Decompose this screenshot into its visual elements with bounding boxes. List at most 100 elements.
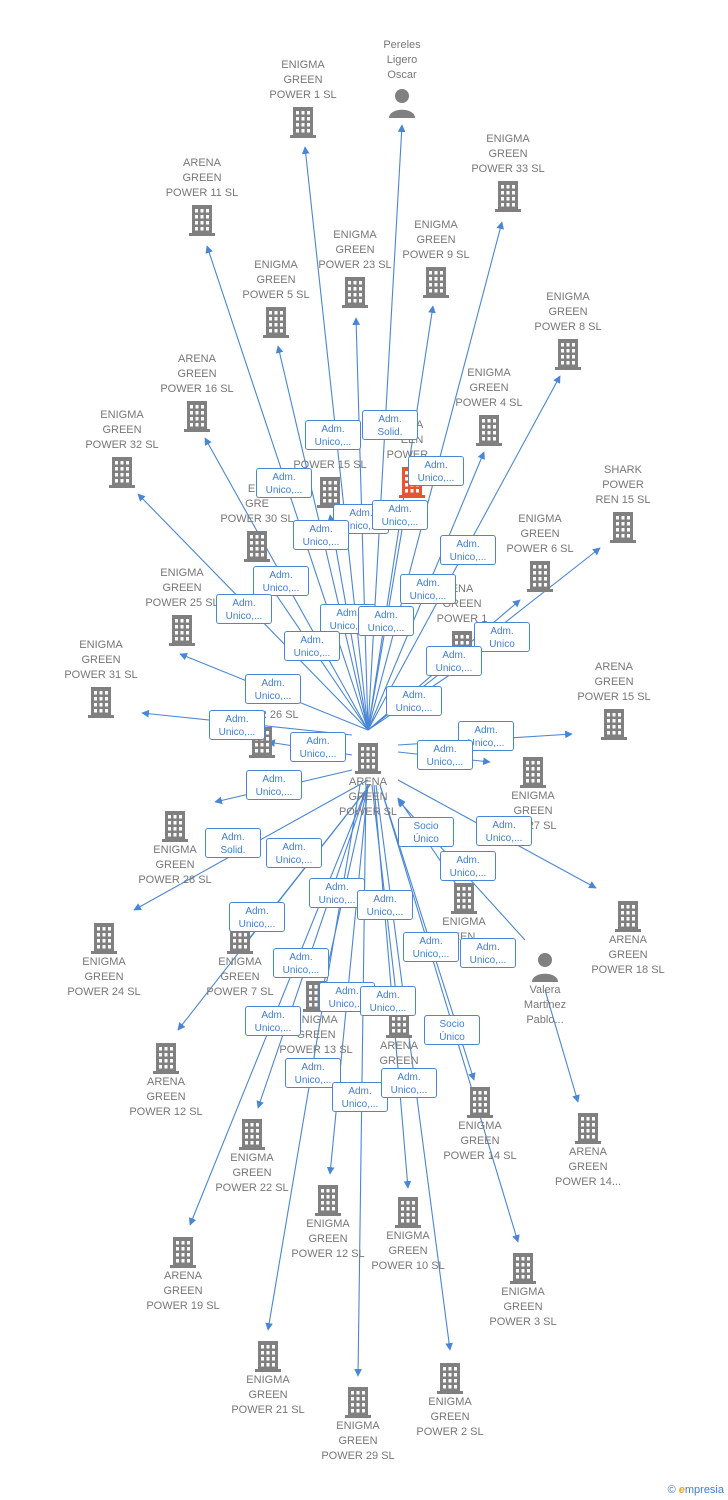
relation-badge[interactable]: Adm.Unico,... <box>386 686 442 716</box>
badge-text: Unico,... <box>255 787 293 798</box>
badge-text: Unico,... <box>435 663 473 674</box>
relation-badge[interactable]: Adm.Unico,... <box>284 631 340 661</box>
relation-badge[interactable]: Adm.Unico,... <box>229 902 285 932</box>
relation-badge[interactable]: Adm.Unico,... <box>408 456 464 486</box>
relation-badge[interactable]: Adm.Unico,... <box>360 986 416 1016</box>
relation-badge[interactable]: Adm.Unico,... <box>458 721 514 751</box>
node-label-line: POWER 12 SL <box>291 1248 365 1260</box>
relation-badge[interactable]: Adm.Unico,... <box>381 1068 437 1098</box>
badge-text: Adm. <box>309 524 333 535</box>
badge-text: Adm. <box>433 744 457 755</box>
relation-badge[interactable]: Adm.Unico,... <box>253 566 309 596</box>
relation-badge[interactable]: Adm. Unico,... <box>440 851 496 881</box>
company-node-ep30[interactable]: ENIGREPOWER 30 SL <box>202 482 312 563</box>
relation-badge[interactable]: Adm.Unico,... <box>245 674 301 704</box>
relation-badge[interactable]: Adm.Unico,... <box>290 732 346 762</box>
node-label-line: GREEN <box>248 1389 288 1401</box>
relation-badge[interactable]: Adm.Unico,... <box>266 838 322 868</box>
node-label-line: GREEN <box>81 654 121 666</box>
badge-text: Unico,... <box>449 868 487 879</box>
relation-badge[interactable]: Adm.Unico,... <box>216 594 272 624</box>
relation-badge[interactable]: Adm.Unico <box>474 622 530 652</box>
node-label-line: GREEN <box>256 274 296 286</box>
footer-brand[interactable]: © empresia <box>668 1484 724 1496</box>
node-label-line: ENIGMA <box>294 1014 338 1026</box>
relation-badge[interactable]: Adm.Unico,... <box>460 938 516 968</box>
relation-badge[interactable]: Adm.Unico,... <box>417 740 473 770</box>
badge-text: Unico,... <box>366 907 404 918</box>
badge-text: Adm. <box>456 855 480 866</box>
relation-badge[interactable]: Adm.Solid. <box>362 410 418 440</box>
relation-badge[interactable]: Adm.Solid. <box>205 828 261 858</box>
relation-badge[interactable]: Adm.Unico,... <box>372 500 428 530</box>
relation-badge[interactable]: Adm.Unico,... <box>273 948 329 978</box>
relation-badge[interactable]: Adm.Unico,... <box>426 646 482 676</box>
relation-badge[interactable]: Adm.Unico,... <box>400 574 456 604</box>
relation-badge[interactable]: Adm.Unico,... <box>285 1058 341 1088</box>
relation-badge[interactable]: Adm.Unico,... <box>305 420 361 450</box>
relation-badge[interactable]: Adm.Unico,... <box>403 932 459 962</box>
badge-text: Socio <box>413 821 439 832</box>
node-label-line: GREEN <box>296 1029 336 1041</box>
relation-badge[interactable]: Adm.Unico,... <box>357 890 413 920</box>
relationship-edge <box>256 784 369 1109</box>
relation-badge[interactable]: Adm.Unico,... <box>256 468 312 498</box>
node-label-line: GREEN <box>488 148 528 160</box>
building-icon <box>85 685 117 719</box>
relation-badge[interactable]: Adm.Unico,... <box>246 770 302 800</box>
relation-badge[interactable]: Adm.Unico,... <box>293 520 349 550</box>
node-label-line: ENIGMA <box>336 1420 380 1432</box>
badge-text: Unico,... <box>409 591 447 602</box>
node-label-line: ARENA <box>164 1270 202 1282</box>
badge-text: Unico,... <box>412 949 450 960</box>
node-label-line: ENIGMA <box>281 59 325 71</box>
relation-badge[interactable]: Adm.Unico,... <box>476 816 532 846</box>
building-icon <box>312 1183 344 1217</box>
relation-badge[interactable]: Adm.Unico,... <box>440 535 496 565</box>
node-label-line: GREEN <box>146 1091 186 1103</box>
company-node-ep15[interactable]: POWER 15 SL <box>275 458 385 509</box>
relation-badge[interactable]: Adm.Unico,... <box>245 1006 301 1036</box>
node-label-line: ENIGMA <box>511 790 555 802</box>
relation-badge[interactable]: Adm.Unico,... <box>358 606 414 636</box>
relation-badge[interactable]: Adm.Unico,... <box>332 1082 388 1112</box>
node-label-line: POWER 18 SL <box>591 964 665 976</box>
relation-badge[interactable]: Adm.Unico,... <box>209 710 265 740</box>
relation-badge[interactable]: Adm.Unico,... <box>309 878 365 908</box>
node-label-line: GREEN <box>155 859 195 871</box>
